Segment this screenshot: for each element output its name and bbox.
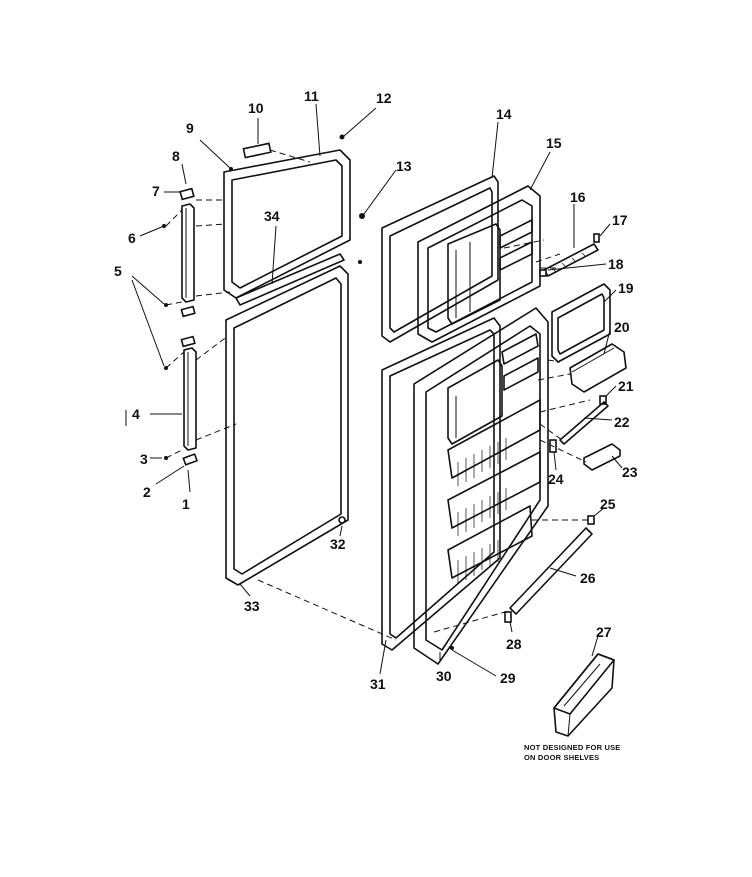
callout-22: 22 [614,414,630,430]
door-shelf-rack [559,401,609,445]
callout-labels: 1 2 3 4 5 6 7 8 9 10 11 12 13 14 15 16 1… [114,88,638,692]
callout-8: 8 [172,148,180,164]
callout-6: 6 [128,230,136,246]
screw [358,260,362,264]
bottom-rack-end-cap-lower [504,611,512,623]
note-line-1: NOT DESIGNED FOR USE [524,743,621,752]
callout-9: 9 [186,120,194,136]
callout-5: 5 [114,263,122,279]
freezer-shelf-rail [543,243,599,277]
shelf-rail-end-cap-upper [593,233,600,243]
callout-4: 4 [132,406,140,422]
lower-hinge-assembly [180,335,199,466]
callout-27: 27 [596,624,612,640]
dairy-compartment-door [551,283,611,363]
callout-31: 31 [370,676,386,692]
freezer-door-gasket [223,149,351,299]
callout-15: 15 [546,135,562,151]
bottom-rack-end-cap [587,515,595,525]
fresh-food-door-liner [413,307,549,665]
upper-hinge-assembly [179,187,196,318]
callout-leaders [125,103,623,677]
screw [339,134,345,140]
callout-2: 2 [143,484,151,500]
bottom-door-rack [509,527,593,615]
shelf-rail-end-cap-lower [539,269,547,277]
callout-11: 11 [304,88,319,104]
callout-33: 33 [244,598,260,614]
freezer-door-panel [381,175,499,343]
callout-28: 28 [506,636,522,652]
callout-14: 14 [496,106,512,122]
callout-10: 10 [248,100,264,116]
door-stop [338,516,346,524]
fresh-food-door-gasket [225,265,349,586]
note-line-2: ON DOOR SHELVES [524,753,599,762]
fresh-food-door-panel [381,317,501,651]
callout-17: 17 [612,212,628,228]
callout-20: 20 [614,319,630,335]
callout-12: 12 [376,90,392,106]
callout-34: 34 [264,208,280,224]
callout-25: 25 [600,496,616,512]
bin-usage-note: NOT DESIGNED FOR USE ON DOOR SHELVES [524,743,621,762]
butter-shelf [569,343,627,393]
freezer-door-handle-cap [242,142,272,159]
callout-26: 26 [580,570,596,586]
freezer-door-liner [417,185,541,343]
screw [450,646,454,650]
callout-7: 7 [152,183,160,199]
door-rack-end-cap [599,395,607,405]
callout-3: 3 [140,451,148,467]
assembly-lines [165,149,591,641]
callout-1: 1 [182,496,190,512]
callout-19: 19 [618,280,634,296]
callout-23: 23 [622,464,638,480]
screw [359,213,365,219]
callout-16: 16 [570,189,586,205]
callout-18: 18 [608,256,624,272]
freezer-door-liner-strip [235,253,345,306]
callout-29: 29 [500,670,516,686]
callout-30: 30 [436,668,452,684]
shelf-support-bracket [583,443,621,471]
callout-24: 24 [548,471,564,487]
callout-32: 32 [330,536,346,552]
callout-13: 13 [396,158,412,174]
callout-21: 21 [618,378,634,394]
storage-bin [553,653,615,737]
